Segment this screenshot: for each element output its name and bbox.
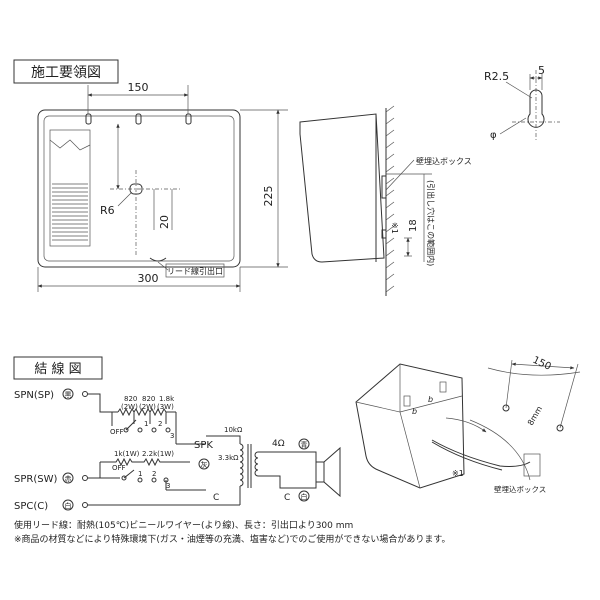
svg-text:150: 150 xyxy=(128,81,149,94)
svg-text:SPN(SP): SPN(SP) xyxy=(14,390,54,401)
svg-text:青: 青 xyxy=(301,440,308,449)
mount-hole-left xyxy=(85,113,92,125)
dim-20: 20 xyxy=(153,189,173,230)
mark1-label: ※1 xyxy=(390,222,399,234)
svg-text:150: 150 xyxy=(531,355,553,373)
svg-text:1: 1 xyxy=(144,420,148,428)
svg-text:5: 5 xyxy=(538,64,545,77)
lead-hole-range: (引出し穴はこの範囲内) xyxy=(386,173,436,266)
dim-r6: R6 xyxy=(100,191,133,217)
perspective-view: b b 150 8mm ※1 壁埋込ボックス xyxy=(355,355,581,494)
svg-text:φ: φ xyxy=(490,130,497,141)
transformer: SPK 灰 10kΩ 3.3kΩ C xyxy=(88,426,259,506)
svg-text:1.8k: 1.8k xyxy=(159,395,175,403)
svg-text:20: 20 xyxy=(158,215,171,229)
dim-150: 150 xyxy=(87,81,189,114)
svg-text:8mm: 8mm xyxy=(526,404,544,427)
upper-network: OFF 1 2 3 xyxy=(88,393,206,445)
mount-hole-mid xyxy=(135,113,142,125)
lower-network: 1k(1W) 2.2k(1W) OFF 1 2 3 xyxy=(88,450,206,491)
wall-box-callout: 壁埋込ボックス xyxy=(385,156,472,191)
keyhole-detail: 5 R2.5 φ xyxy=(484,64,560,141)
svg-text:壁埋込ボックス: 壁埋込ボックス xyxy=(416,156,472,166)
svg-text:2: 2 xyxy=(152,470,156,478)
wall xyxy=(385,105,395,296)
svg-text:(引出し穴はこの範囲内): (引出し穴はこの範囲内) xyxy=(426,180,436,266)
svg-text:SPR(SW): SPR(SW) xyxy=(14,474,57,485)
grille-slots xyxy=(52,183,88,241)
svg-text:リード線引出口: リード線引出口 xyxy=(167,266,223,276)
svg-text:SPC(C): SPC(C) xyxy=(14,501,48,512)
svg-text:225: 225 xyxy=(262,186,275,207)
mount-hole-right xyxy=(185,113,192,125)
dim-18: 18 xyxy=(404,219,419,257)
svg-text:※1: ※1 xyxy=(452,469,464,478)
svg-text:b: b xyxy=(428,395,433,404)
lead-outlet-callout: リード線引出口 xyxy=(157,261,225,278)
svg-text:820: 820 xyxy=(124,395,137,403)
svg-text:(2W): (2W) xyxy=(139,403,156,411)
svg-text:3.3kΩ: 3.3kΩ xyxy=(218,454,239,462)
section1-title-box: 施工要領図 xyxy=(13,59,119,84)
svg-text:白: 白 xyxy=(65,501,72,510)
note-environment: ※商品の材質などにより特殊環境下(ガス・油煙等の充満、塩害など)でのご使用ができ… xyxy=(14,535,451,545)
section2-title-box: 結 線 図 xyxy=(13,356,103,380)
side-view xyxy=(299,113,387,263)
svg-text:10kΩ: 10kΩ xyxy=(224,426,243,434)
svg-text:18: 18 xyxy=(408,219,419,232)
note-lead-wire: 使用リード線：耐熱(105℃)ビニールワイヤー(より線)、長さ：引出口より300… xyxy=(14,521,354,531)
svg-text:1: 1 xyxy=(138,470,142,478)
front-view xyxy=(37,109,241,268)
svg-text:SPK: SPK xyxy=(194,440,213,451)
speaker-icon xyxy=(315,461,325,483)
svg-text:820: 820 xyxy=(142,395,155,403)
svg-text:2.2k(1W): 2.2k(1W) xyxy=(142,450,174,458)
terminal-spn: SPN(SP) 黒 xyxy=(14,388,88,401)
svg-text:OFF: OFF xyxy=(110,428,124,436)
svg-text:1k(1W): 1k(1W) xyxy=(114,450,140,458)
dim-225: 225 xyxy=(240,109,288,268)
svg-text:黒: 黒 xyxy=(65,391,72,399)
svg-text:2: 2 xyxy=(158,420,162,428)
svg-text:b: b xyxy=(412,407,417,416)
svg-text:R2.5: R2.5 xyxy=(484,70,509,83)
svg-text:C: C xyxy=(213,493,219,503)
svg-text:3: 3 xyxy=(170,432,174,440)
svg-text:(3W): (3W) xyxy=(157,403,174,411)
svg-text:4Ω: 4Ω xyxy=(272,439,285,449)
section2-title: 結 線 図 xyxy=(34,361,81,377)
svg-text:R6: R6 xyxy=(100,204,115,217)
speaker-output: 4Ω 青 白 C xyxy=(258,438,341,503)
terminal-spr: SPR(SW) 赤 xyxy=(14,472,88,485)
svg-text:灰: 灰 xyxy=(201,460,208,469)
svg-text:壁埋込ボックス: 壁埋込ボックス xyxy=(494,484,546,494)
section1-title: 施工要領図 xyxy=(31,64,101,81)
svg-text:(2W): (2W) xyxy=(121,403,138,411)
svg-text:C: C xyxy=(284,493,290,503)
svg-text:※1: ※1 xyxy=(390,222,399,234)
terminal-spc: SPC(C) 白 xyxy=(14,499,88,512)
svg-text:3: 3 xyxy=(166,482,170,490)
dim-300: 300 xyxy=(37,267,241,292)
svg-text:白: 白 xyxy=(301,492,308,501)
svg-text:赤: 赤 xyxy=(65,475,72,483)
svg-text:300: 300 xyxy=(138,272,159,285)
svg-text:OFF: OFF xyxy=(112,464,126,472)
